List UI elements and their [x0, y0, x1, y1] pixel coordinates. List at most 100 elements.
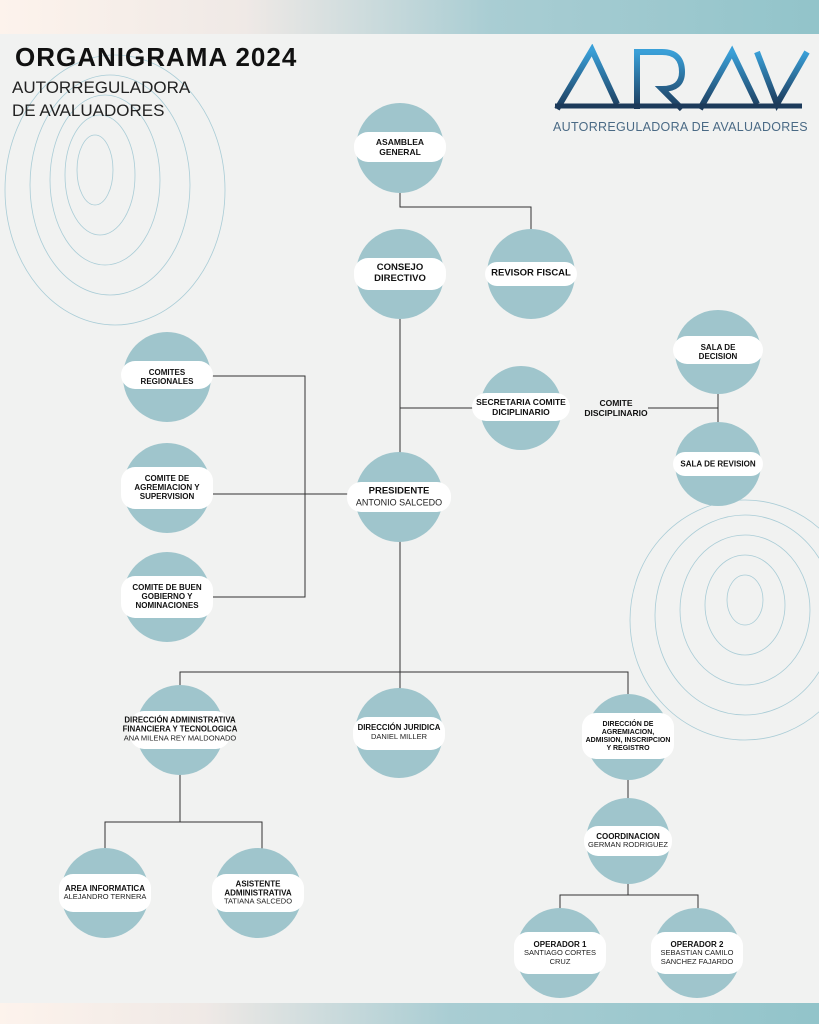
node-person: SEBASTIAN CAMILO — [660, 947, 734, 957]
node-title: ASAMBLEA GENERAL — [375, 137, 425, 157]
node-title: AREA INFORMATICA — [64, 884, 145, 894]
node-person: ANA MILENA REY MALDONADO — [123, 733, 237, 743]
node-title: DIRECCIÓN DE — [602, 720, 654, 728]
node-band — [354, 132, 446, 162]
node-title: DECISION — [698, 352, 738, 361]
connector-lines — [104, 192, 719, 912]
contour-left — [49, 94, 161, 266]
connector — [179, 540, 629, 695]
node-band — [212, 874, 304, 912]
node-person: CRUZ — [549, 956, 571, 966]
node-revisor-fiscal[interactable]: REVISOR FISCAL — [485, 229, 577, 319]
contour-left — [76, 134, 114, 206]
node-title: CONSEJO DIRECTIVO — [374, 262, 426, 284]
node-asamblea-general[interactable]: ASAMBLEA GENERAL — [354, 103, 446, 193]
node-band — [472, 393, 570, 421]
node-person: GERMAN RODRIGUEZ — [587, 840, 669, 850]
bottom-gradient-bar — [0, 1003, 819, 1024]
node-band — [59, 874, 151, 912]
node-person: SANCHEZ FAJARDO — [660, 956, 734, 966]
node-band — [651, 932, 743, 974]
node-band — [485, 262, 577, 286]
node-band — [121, 576, 213, 618]
label-comite-disciplinario: COMITE DISCIPLINARIO — [578, 398, 654, 418]
contour-right — [726, 574, 764, 626]
connector — [212, 375, 355, 598]
top-gradient-bar — [0, 0, 819, 34]
node-consejo-directivo[interactable]: CONSEJO DIRECTIVO — [354, 229, 446, 319]
node-title: AGREMIACION, — [601, 728, 655, 736]
node-title: COORDINACION — [596, 832, 660, 842]
contour-right — [629, 499, 819, 741]
contour-left — [64, 114, 136, 236]
subtitle-line2: DE AVALUADORES — [12, 101, 165, 120]
node-band — [354, 258, 446, 290]
node-person: DANIEL MILLER — [371, 732, 427, 742]
connector — [559, 884, 699, 912]
connector — [104, 773, 263, 850]
label-line: COMITE — [599, 398, 633, 408]
logo-tagline: AUTORREGULADORA DE AVALUADORES — [553, 120, 808, 134]
node-title: COMITES — [148, 367, 186, 377]
node-title: GOBIERNO Y — [141, 592, 193, 602]
node-title: SALA DE — [700, 342, 736, 352]
node-band — [121, 361, 213, 389]
contour-right — [654, 514, 819, 716]
node-title: DIRECCIÓN JURIDICA — [357, 723, 441, 733]
node-band — [347, 482, 451, 512]
node-title: REVISOR FISCAL — [491, 267, 571, 279]
node-band — [514, 932, 606, 974]
node-title: PRESIDENTE — [368, 485, 430, 497]
node-title: FINANCIERA Y TECNOLOGICA — [122, 724, 238, 734]
node-title: SALA DE REVISION — [680, 459, 756, 469]
connector — [399, 192, 532, 230]
node-title: AGREMIACION Y — [134, 483, 200, 493]
node-band — [673, 452, 763, 476]
node-title: Y REGISTRO — [606, 745, 650, 753]
subtitle-line1: AUTORREGULADORA — [12, 78, 191, 97]
node-sala-revision[interactable]: SALA DE REVISION — [673, 422, 763, 506]
node-band — [673, 336, 763, 364]
node-band — [582, 713, 674, 759]
node-person: TATIANA SALCEDO — [223, 896, 293, 906]
contour-left — [4, 54, 226, 326]
contour-left — [29, 74, 191, 296]
arav-logo — [554, 44, 810, 112]
label-line: DISCIPLINARIO — [584, 408, 648, 419]
contour-right — [704, 554, 786, 656]
node-title: ADMISION, INSCRIPCION — [585, 737, 671, 744]
node-band — [353, 717, 445, 750]
node-title: ADMINISTRATIVA — [224, 888, 292, 898]
node-title: SUPERVISION — [139, 492, 195, 502]
node-title: COMITE DE BUEN — [132, 583, 202, 593]
node-title: OPERADOR 2 — [670, 939, 724, 949]
node-title: SECRETARIA COMITE — [476, 397, 566, 408]
node-title: ASISTENTE — [235, 879, 281, 889]
node-person: ALEJANDRO TERNERA — [63, 892, 147, 902]
node-title: NOMINACIONES — [135, 601, 199, 611]
node-band — [130, 711, 230, 749]
node-title: REGIONALES — [140, 377, 194, 386]
page-title: ORGANIGRAMA 2024 — [15, 42, 298, 72]
node-band — [121, 467, 213, 509]
contour-right — [679, 534, 811, 686]
node-title: DICIPLINARIO — [492, 407, 550, 417]
node-person: SANTIAGO CORTES — [524, 947, 596, 957]
node-band — [584, 826, 672, 856]
node-person: ANTONIO SALCEDO — [355, 497, 443, 508]
